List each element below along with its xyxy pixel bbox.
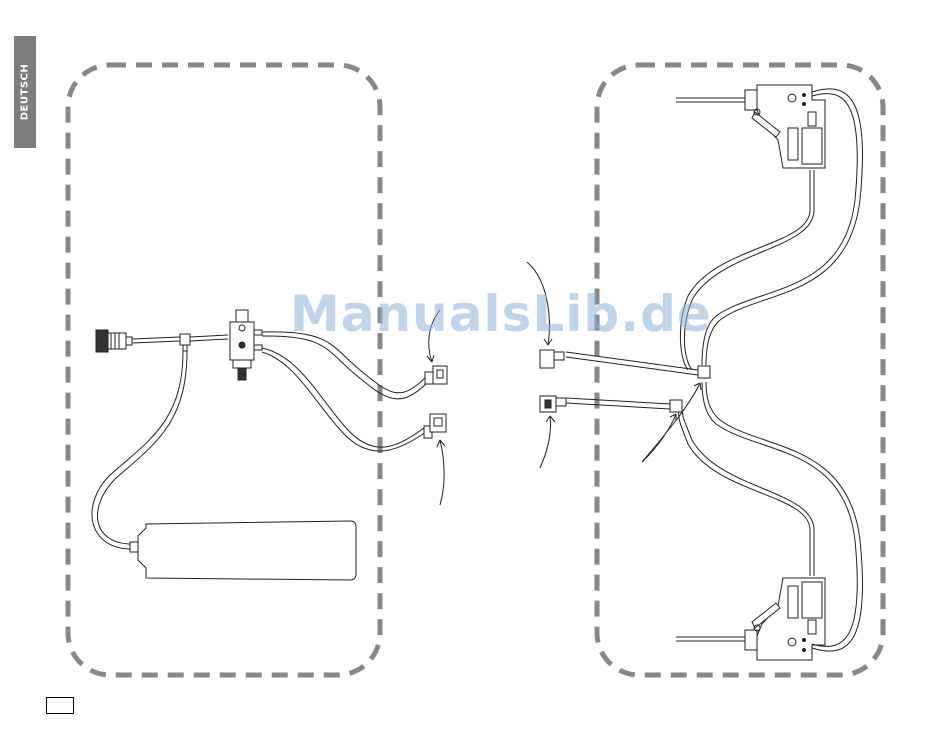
brake-caliper-top: [676, 85, 825, 168]
left-diagram: [92, 310, 447, 580]
tee-fitting: [180, 334, 190, 351]
valve-block: [230, 310, 262, 380]
page-number-box: [46, 697, 74, 714]
coupler-lower: [424, 414, 446, 438]
vacuum-canister: [130, 521, 356, 580]
brake-caliper-bottom: [676, 578, 825, 660]
right-panel-border: [597, 65, 883, 675]
connector-plug: [96, 330, 132, 352]
watermark: ManualsLib.de: [290, 285, 712, 343]
coupler-upper: [425, 366, 447, 384]
left-panel-border: [68, 65, 380, 675]
coupler-pair: [540, 350, 566, 412]
right-diagram: [527, 85, 863, 660]
tee-fitting-pair: [670, 366, 710, 412]
